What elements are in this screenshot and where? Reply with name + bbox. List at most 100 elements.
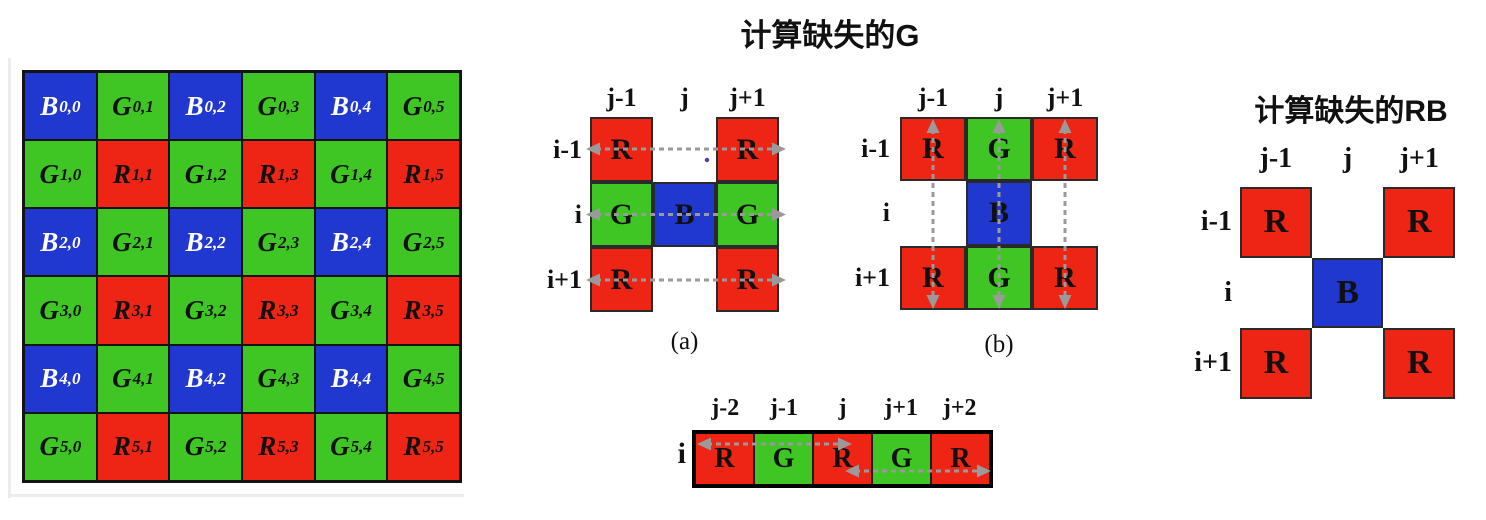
row-label-i: i [1224, 276, 1232, 308]
bayer-cell-subscript: 1,1 [131, 164, 154, 184]
strip-col-header-j: j [838, 395, 847, 421]
bayer-cell-subscript: 1,5 [422, 164, 444, 184]
grid-cell-R-2-0: R [590, 247, 653, 312]
bayer-cell-subscript: 0,2 [204, 96, 226, 116]
caption-a: (a) [670, 328, 699, 355]
bayer-cell-letter: R [112, 431, 131, 462]
grid-cell-B-1-1: B [966, 181, 1032, 246]
grid-cell-R-0-2: R [1032, 117, 1098, 182]
bayer-cell-subscript: 1,4 [350, 164, 372, 184]
bayer-cell-subscript: 0,1 [132, 96, 154, 116]
bayer-cell-letter: B [185, 226, 204, 257]
bayer-cell-subscript: 1,3 [277, 164, 299, 184]
bayer-cell-subscript: 3,1 [131, 301, 154, 321]
bayer-cell-letter: G [330, 431, 350, 462]
bayer-cell-letter: B [40, 226, 59, 257]
grid-cell-B-1-1: B [653, 182, 716, 247]
bayer-cell-letter: G [184, 158, 205, 189]
grid-cell-R-0-2: R [1383, 187, 1456, 258]
missing-rb-title: 计算缺失的RB [1254, 95, 1448, 128]
bayer-cell-subscript: 4,0 [59, 369, 81, 389]
bayer-cell-letter: G [112, 90, 132, 121]
grid-cell-R-0-0: R [1240, 187, 1312, 258]
col-header-j: j [680, 83, 689, 112]
bayer-cell-subscript: 4,5 [423, 369, 445, 389]
row-label-i+1: i+1 [1194, 347, 1232, 379]
bayer-cell-letter: B [40, 90, 59, 121]
strip-cell-G-3: G [873, 434, 932, 484]
bayer-cell-letter: G [402, 90, 423, 121]
bayer-cell-subscript: 4,1 [132, 369, 154, 389]
grid-cell-R-2-2: R [716, 247, 779, 312]
bayer-cell-letter: G [257, 90, 277, 121]
strip-col-header-j-1: j-1 [769, 395, 798, 421]
bayer-cell-subscript: 5,2 [205, 437, 227, 457]
caption-b: (b) [984, 331, 1014, 358]
grid-cell-B-1-1: B [1311, 257, 1384, 328]
bayer-cell-subscript: 5,1 [131, 437, 154, 457]
bayer-cell-subscript: 4,4 [349, 369, 372, 389]
bayer-cell-letter: G [257, 363, 277, 394]
strip-cell-R-4: R [932, 434, 989, 484]
bayer-cell-letter: G [112, 363, 132, 394]
bayer-cell-subscript: 2,5 [423, 232, 445, 252]
bayer-cell-subscript: 5,3 [277, 437, 299, 457]
row-label-i: i [882, 198, 890, 228]
grid-cell-G-1-2: G [716, 182, 779, 247]
bayer-cell-letter: B [185, 90, 204, 121]
bayer-cell-letter: R [258, 295, 277, 326]
strip-row-label: i [677, 437, 686, 470]
missing-g-title: 计算缺失的G [740, 18, 920, 53]
stray-dot [704, 157, 710, 163]
grid-cell-R-0-2: R [716, 117, 779, 182]
strip-col-header-j-2: j-2 [711, 395, 740, 421]
bayer-cell-letter: R [403, 158, 422, 189]
grid-cell-G-2-1: G [966, 245, 1032, 310]
row-label-i-1: i-1 [553, 134, 582, 164]
bayer-cell-letter: R [112, 295, 131, 326]
bayer-cell-letter: G [330, 295, 350, 326]
bayer-cell-subscript: 4,3 [277, 369, 300, 389]
col-header-j+1: j+1 [729, 83, 766, 112]
grid-cell-G-1-0: G [590, 182, 653, 247]
col-header-j: j [994, 83, 1004, 112]
bayer-cell-subscript: 1,0 [59, 164, 82, 184]
grid-cell-R-0-0: R [900, 117, 966, 182]
row-label-i+1: i+1 [546, 264, 582, 294]
slide-edge-horizontal [8, 494, 464, 497]
col-header-j+1: j+1 [1046, 83, 1084, 112]
grid-cell-R-2-2: R [1032, 245, 1098, 310]
bayer-cell-letter: G [402, 226, 423, 257]
strip-col-header-j+2: j+2 [942, 395, 977, 421]
bayer-cell-subscript: 2,3 [277, 232, 300, 252]
bayer-cell-subscript: 2,4 [349, 232, 372, 252]
bayer-cell-letter: G [402, 363, 423, 394]
bayer-cell-letter: G [39, 158, 59, 189]
bayer-cell-letter: G [184, 431, 205, 462]
